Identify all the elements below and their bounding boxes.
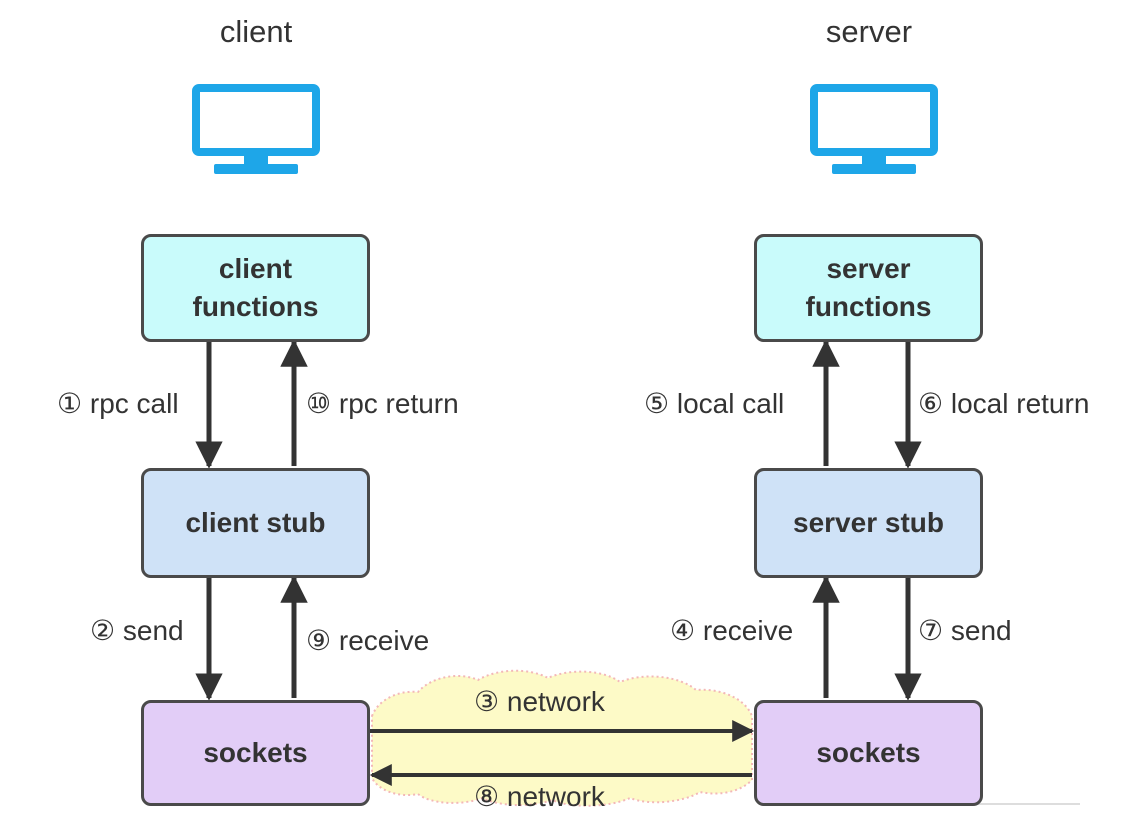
monitor-icon (810, 84, 938, 174)
step-5-label: ⑤ local call (644, 388, 785, 419)
server-sockets-box: sockets (754, 700, 983, 806)
step-3-label: ③ network (474, 686, 605, 717)
server-sockets-label: sockets (816, 737, 921, 768)
client-sockets-label: sockets (203, 737, 308, 768)
client-stub-box: client stub (141, 468, 370, 578)
client-functions-line2: functions (192, 291, 319, 322)
client-functions-line1: client (218, 253, 293, 284)
server-stub-box: server stub (754, 468, 983, 578)
client-sockets-box: sockets (141, 700, 370, 806)
client-functions-box: client functions (141, 234, 370, 342)
server-functions-line2: functions (805, 291, 932, 322)
monitor-icon (192, 84, 320, 174)
server-title: server (825, 14, 913, 49)
server-functions-box: server functions (754, 234, 983, 342)
step-7-label: ⑦ send (918, 615, 1012, 646)
client-title: client (219, 14, 293, 49)
network-cloud (371, 669, 753, 807)
step-10-label: ⑩ rpc return (306, 388, 459, 419)
step-9-label: ⑨ receive (306, 625, 430, 656)
client-stub-label: client stub (185, 507, 326, 538)
server-stub-label: server stub (793, 507, 944, 538)
step-1-label: ① rpc call (57, 388, 179, 419)
step-6-label: ⑥ local return (918, 388, 1090, 419)
step-8-label: ⑧ network (474, 781, 605, 812)
server-functions-line1: server (826, 253, 911, 284)
step-2-label: ② send (90, 615, 184, 646)
step-4-label: ④ receive (670, 615, 794, 646)
